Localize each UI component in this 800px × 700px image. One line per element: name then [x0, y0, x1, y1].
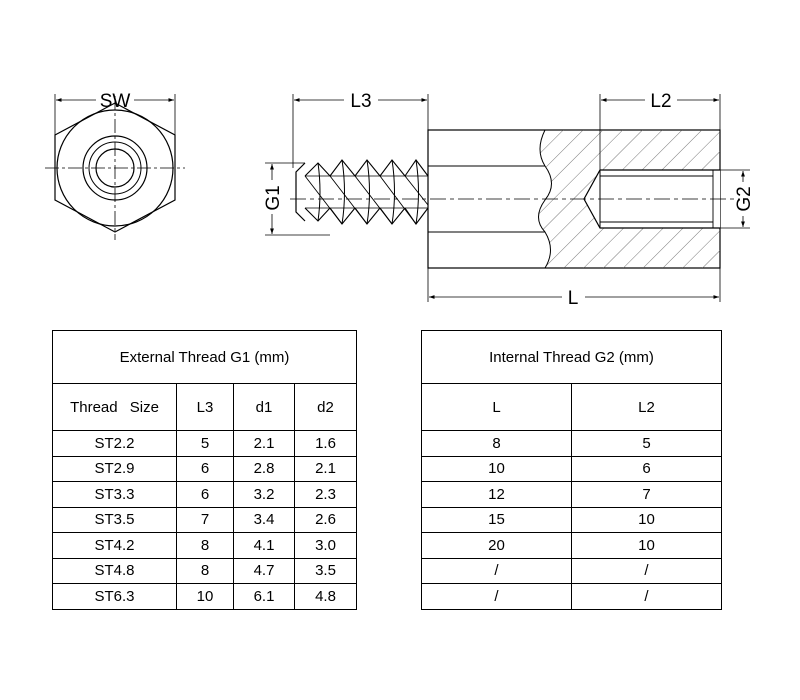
internal-col-l2: L2	[571, 383, 722, 431]
external-col-d2: d2	[293, 383, 358, 431]
table-cell: 5	[176, 430, 234, 457]
table-cell: 6.1	[233, 583, 295, 610]
table-cell: ST4.2	[52, 532, 177, 559]
table-cell: /	[421, 557, 572, 584]
table-row: 12 7	[421, 481, 722, 508]
external-col-thread-size: Thread Size	[52, 383, 177, 431]
table-row: ST3.5 7 3.4 2.6	[52, 506, 358, 533]
table-cell: 3.5	[293, 557, 358, 584]
table-cell: 8	[176, 532, 234, 559]
table-row: / /	[421, 583, 722, 610]
external-col-d1: d1	[233, 383, 295, 431]
table-row: ST4.8 8 4.7 3.5	[52, 557, 358, 584]
internal-col-l: L	[421, 383, 572, 431]
table-cell: 4.1	[233, 532, 295, 559]
thread-helix	[304, 175, 429, 225]
thread-crests	[304, 159, 429, 225]
section-break-line	[538, 129, 552, 269]
external-thread-table: External Thread G1 (mm) Thread Size L3 d…	[51, 330, 358, 610]
table-cell: 15	[421, 506, 572, 533]
table-cell: 10	[176, 583, 234, 610]
table-cell: /	[421, 583, 572, 610]
table-cell: 4.7	[233, 557, 295, 584]
table-cell: 6	[176, 455, 234, 482]
internal-table-title: Internal Thread G2 (mm)	[421, 330, 722, 384]
table-cell: /	[571, 557, 722, 584]
table-cell: 10	[571, 532, 722, 559]
table-row: 8 5	[421, 430, 722, 457]
table-cell: 1.6	[293, 430, 358, 457]
table-cell: 7	[176, 506, 234, 533]
table-cell: ST2.9	[52, 455, 177, 482]
table-row: / /	[421, 557, 722, 584]
standoff-technical-drawing: SW	[45, 91, 755, 309]
table-cell: 3.2	[233, 481, 295, 508]
table-cell: ST4.8	[52, 557, 177, 584]
table-cell: 8	[421, 430, 572, 457]
table-cell: 20	[421, 532, 572, 559]
sw-label: SW	[100, 91, 131, 112]
table-row: ST4.2 8 4.1 3.0	[52, 532, 358, 559]
table-cell: 3.4	[233, 506, 295, 533]
table-row: 10 6	[421, 455, 722, 482]
table-cell: ST3.3	[52, 481, 177, 508]
hex-end-view	[45, 94, 185, 240]
table-row: 20 10	[421, 532, 722, 559]
thread-flanks	[317, 159, 419, 225]
table-cell: 2.6	[293, 506, 358, 533]
table-cell: ST6.3	[52, 583, 177, 610]
external-col-l3: L3	[176, 383, 234, 431]
external-thread-stud	[295, 159, 429, 225]
g2-label: G2	[734, 186, 755, 211]
table-row: ST2.2 5 2.1 1.6	[52, 430, 358, 457]
table-cell: /	[571, 583, 722, 610]
table-cell: ST3.5	[52, 506, 177, 533]
table-cell: 2.1	[233, 430, 295, 457]
external-table-title: External Thread G1 (mm)	[51, 330, 358, 384]
table-cell: 6	[571, 455, 722, 482]
table-cell: 12	[421, 481, 572, 508]
table-row: ST6.3 10 6.1 4.8	[52, 583, 358, 610]
l2-label: L2	[650, 91, 671, 112]
internal-thread-table: Internal Thread G2 (mm) L L2 8 5 10 6 12…	[421, 330, 722, 610]
table-cell: 6	[176, 481, 234, 508]
l3-label: L3	[350, 91, 371, 112]
table-cell: 2.8	[233, 455, 295, 482]
side-view	[265, 94, 750, 302]
table-cell: 10	[421, 455, 572, 482]
table-cell: 2.1	[293, 455, 358, 482]
table-row: 15 10	[421, 506, 722, 533]
table-row: ST2.9 6 2.8 2.1	[52, 455, 358, 482]
table-cell: 5	[571, 430, 722, 457]
l-label: L	[568, 288, 579, 309]
table-cell: 3.0	[293, 532, 358, 559]
table-cell: ST2.2	[52, 430, 177, 457]
table-cell: 7	[571, 481, 722, 508]
section-hatch	[538, 130, 720, 268]
table-cell: 4.8	[293, 583, 358, 610]
g1-label: G1	[263, 185, 284, 210]
table-cell: 8	[176, 557, 234, 584]
stud-tip	[295, 162, 306, 222]
table-cell: 10	[571, 506, 722, 533]
table-row: ST3.3 6 3.2 2.3	[52, 481, 358, 508]
table-cell: 2.3	[293, 481, 358, 508]
